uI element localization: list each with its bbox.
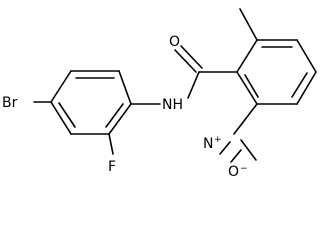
bond-methyl: [239, 8, 258, 41]
bond-ring2-c4-c5: [296, 71, 317, 105]
bond-ring1-c3-c4: [50, 70, 72, 103]
bond-nitro-n-o-single: [240, 139, 257, 161]
bond-ring2-c6-c1: [236, 71, 258, 105]
bond-nitro-n-o-2: [230, 149, 242, 163]
bond-nitro-n-o-1: [219, 141, 231, 155]
bond-ring2-inner-c4-c5: [291, 72, 308, 98]
bond-ring2-c1-c2: [236, 39, 258, 73]
bond-ring1-c4-c5: [50, 101, 72, 135]
bond-ring1-c6-c1: [108, 103, 132, 135]
bond-carbonyl-co-2: [180, 45, 203, 69]
atom-label-o-carbonyl: O: [169, 34, 180, 50]
atom-label-nh: NH: [162, 97, 183, 113]
bond-c6-n-nitro: [233, 103, 258, 135]
atom-label-f: F: [108, 159, 116, 175]
bond-ring2-c3-c4: [296, 39, 317, 73]
atom-label-br: Br: [2, 95, 18, 111]
structure-diagram: Br F NH O N + O −: [2, 8, 317, 180]
atom-label-n-nitro: N: [203, 136, 213, 152]
bond-ring2-inner-c6-c1: [244, 74, 259, 98]
bond-ring1-inner-c4-c5: [58, 102, 76, 128]
bond-nh-carbonyl-c: [187, 71, 200, 99]
bond-ring1-inner-c6-c1: [105, 103, 124, 128]
molecule-canvas: Br F NH O N + O −: [2, 8, 317, 180]
charge-plus-n-nitro: +: [214, 135, 222, 145]
charge-minus-o-nitro: −: [240, 164, 248, 174]
bond-ring1-c1-c2: [118, 70, 132, 105]
atom-label-o-nitro: O: [228, 164, 239, 180]
bond-c6-f: [108, 133, 114, 155]
bond-carbonyl-co-1: [174, 49, 197, 73]
